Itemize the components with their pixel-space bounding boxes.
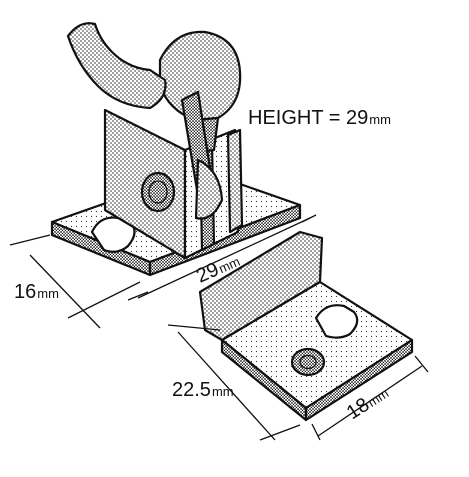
lever-arm <box>66 22 167 110</box>
dimension-label-base-width: 16mm <box>14 281 59 303</box>
height-label: HEIGHT = 29mm <box>248 107 391 129</box>
keeper-slot-hole <box>314 304 359 339</box>
height-label-text: HEIGHT = 29 <box>248 107 368 129</box>
base-slot-hole <box>90 216 136 253</box>
svg-text:22.5mm: 22.5mm <box>172 379 234 401</box>
height-label-unit: mm <box>369 112 391 127</box>
svg-text:HEIGHT = 29mm: HEIGHT = 29mm <box>248 107 391 129</box>
latch-tongue <box>180 90 224 220</box>
latch-body <box>50 22 302 277</box>
dimension-label-keeper-length: 22.5mm <box>172 379 234 401</box>
svg-text:16mm: 16mm <box>14 281 59 303</box>
keeper-screw-hole <box>290 347 326 377</box>
dimension-lines <box>9 214 429 441</box>
pivot-screw <box>140 171 176 213</box>
keeper-plate <box>198 230 414 422</box>
